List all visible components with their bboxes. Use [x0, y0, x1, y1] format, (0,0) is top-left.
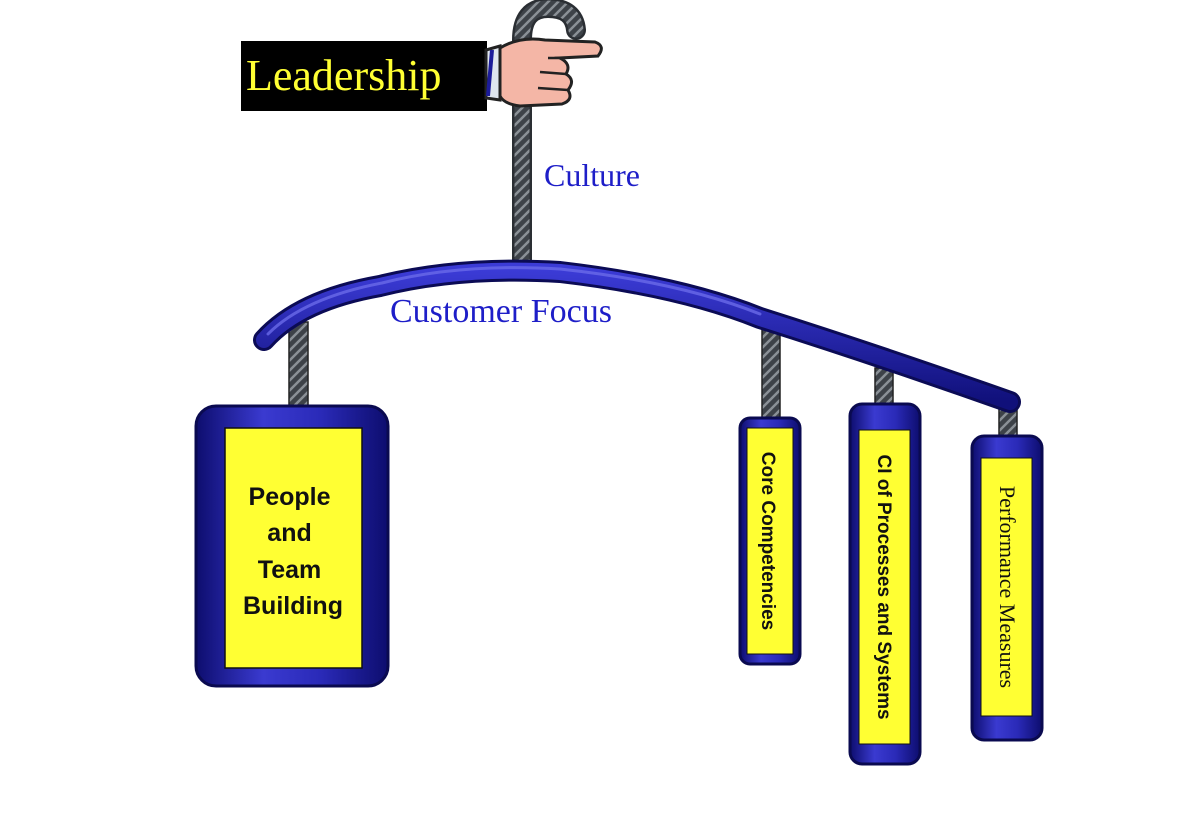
core-competencies-label: Core Competencies — [757, 452, 778, 630]
customer-focus-label: Customer Focus — [390, 293, 612, 330]
box-ci-processes-systems: CI of Processes and Systems — [848, 402, 922, 766]
leadership-bg — [241, 41, 487, 111]
rope-core — [761, 321, 781, 425]
box-performance-measures: Performance Measures — [970, 434, 1044, 742]
leadership-label: Leadership — [246, 51, 441, 100]
main-rope — [512, 0, 586, 278]
customer-focus-beam — [253, 259, 1021, 413]
box-core-competencies: Core Competencies — [738, 416, 802, 666]
box-people-team-building: People and Team Building — [194, 404, 390, 688]
rope-people — [288, 321, 309, 409]
performance-measures-label: Performance Measures — [995, 486, 1020, 688]
pointing-hand-icon — [484, 37, 603, 108]
culture-label: Culture — [544, 157, 640, 193]
ci-processes-label: CI of Processes and Systems — [873, 454, 894, 719]
leadership-banner: Leadership — [241, 41, 487, 111]
people-label: People and Team Building — [243, 483, 343, 620]
